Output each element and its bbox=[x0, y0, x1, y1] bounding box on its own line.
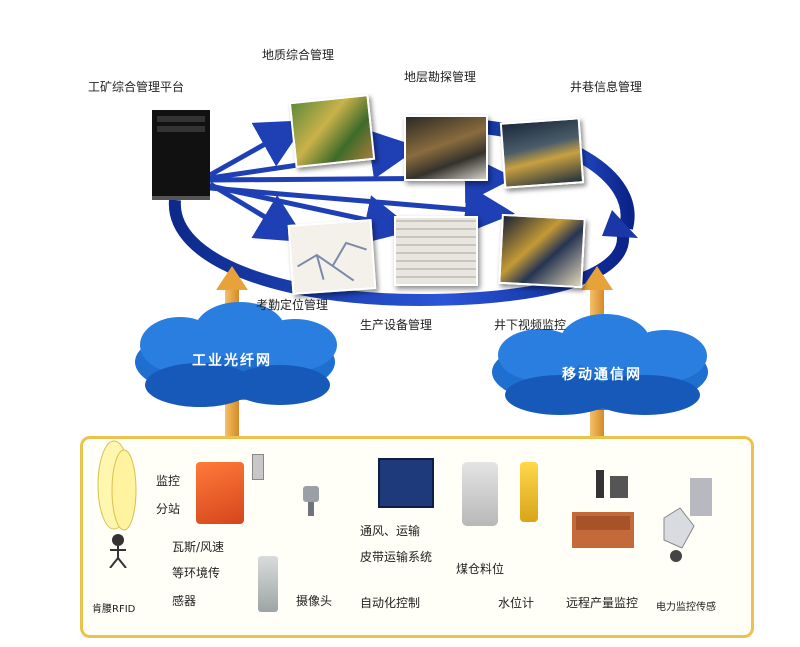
silo-label: 煤仓料位 bbox=[456, 562, 505, 576]
shaft-info-label: 井巷信息管理 bbox=[570, 80, 643, 94]
geo-mgmt-label: 地质综合管理 bbox=[262, 48, 335, 62]
belt-line2-label: 皮带运输系统 bbox=[360, 550, 433, 564]
ring-network-arc bbox=[168, 199, 629, 307]
server-icon bbox=[152, 110, 210, 200]
mobile-net-label: 移动通信网 bbox=[562, 367, 642, 383]
cloud-mobile bbox=[492, 314, 708, 415]
power-sensor-label: 电力监控传感 bbox=[656, 602, 716, 613]
power-sensor-icon bbox=[654, 478, 724, 564]
equipment-mgmt-label: 生产设备管理 bbox=[360, 318, 433, 332]
silo-level-icon bbox=[462, 462, 498, 526]
rfid-person-icon bbox=[96, 440, 140, 569]
shaft-info-thumbnail bbox=[499, 117, 585, 189]
arrow-to-video bbox=[209, 184, 515, 235]
arrow-to-attendance bbox=[208, 181, 308, 243]
cloud-industrial bbox=[135, 302, 337, 407]
remote-output-icon bbox=[566, 470, 646, 558]
wireless-sensor-icon bbox=[258, 556, 278, 612]
sensor-label: 感器 bbox=[172, 594, 197, 608]
belt-line1-label: 通风、运输 bbox=[360, 524, 421, 538]
geo-map-thumbnail bbox=[288, 93, 376, 169]
water-meter-label: 水位计 bbox=[498, 596, 535, 610]
belt-control-icon bbox=[378, 458, 434, 508]
industrial-ring-label: 工业光纤网 bbox=[192, 353, 272, 369]
arrow-to-geo bbox=[208, 120, 308, 178]
gas-wind-label: 瓦斯/风速 bbox=[172, 540, 225, 554]
attendance-map-thumbnail bbox=[287, 219, 377, 295]
attendance-loc-label: 考勤定位管理 bbox=[256, 298, 329, 312]
strata-survey-thumbnail bbox=[404, 115, 488, 181]
ring-network-arc-top bbox=[459, 118, 635, 230]
strata-survey-label: 地层勘探管理 bbox=[404, 70, 477, 84]
equipment-thumbnail bbox=[394, 216, 478, 286]
platform-label: 工矿综合管理平台 bbox=[88, 80, 185, 94]
substation-device-icon bbox=[196, 462, 244, 524]
remote-output-label: 远程产量监控 bbox=[566, 596, 639, 610]
sensor-small-icon bbox=[252, 454, 264, 480]
substation-label: 分站 bbox=[156, 502, 181, 516]
env-sensor-label: 等环境传 bbox=[172, 566, 221, 580]
monitor-sub-label: 监控 bbox=[156, 474, 181, 488]
water-level-meter-icon bbox=[520, 462, 538, 522]
rfid-label: 肯腰RFID bbox=[92, 604, 136, 615]
camera-label: 摄像头 bbox=[296, 594, 333, 608]
video-monitor-label: 井下视频监控 bbox=[494, 318, 567, 332]
video-monitor-thumbnail bbox=[498, 213, 586, 289]
ring-arrowhead bbox=[602, 210, 638, 238]
auto-ctrl-label: 自动化控制 bbox=[360, 596, 421, 610]
camera-icon bbox=[300, 484, 322, 518]
